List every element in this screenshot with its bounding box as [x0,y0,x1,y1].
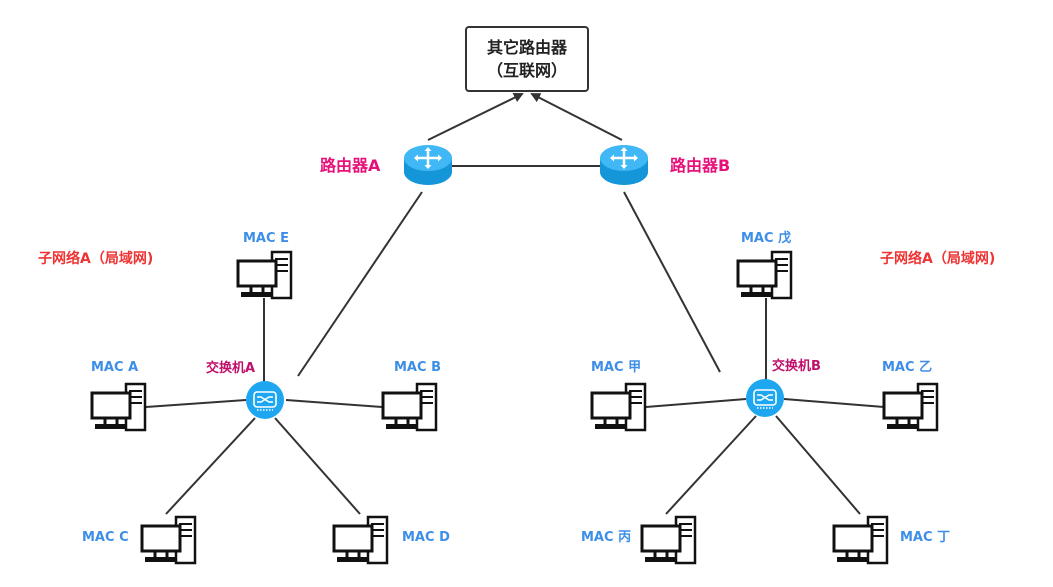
computer-icon [90,382,147,432]
internet-box: 其它路由器 （互联网） [465,26,589,92]
link-switch-a-mac-c [165,417,256,515]
subnet-right-label: 子网络A（局域网) [880,251,996,267]
host-label-mac-a: MAC A [91,360,139,375]
host-label-mac-jia: MAC 甲 [591,360,642,375]
computer-icon [332,515,389,565]
switch-b-icon [746,379,784,417]
link-switch-b-mac-jia [645,398,747,408]
host-label-mac-ding: MAC 丁 [900,530,951,545]
link-switch-b-mac-ding [775,415,861,515]
computer-icon [640,515,697,565]
host-label-mac-b: MAC B [394,360,441,375]
switch-b-label: 交换机B [772,359,821,374]
link-router-b-switch-b [623,191,721,373]
host-label-mac-bing: MAC 丙 [581,530,632,545]
router-b-icon [600,145,648,185]
computer-icon [882,382,939,432]
computer-icon [381,382,438,432]
link-switch-b-mac-yi [783,398,885,408]
router-a-label: 路由器A [320,156,381,175]
host-label-mac-yi: MAC 乙 [882,360,933,375]
subnet-left-label: 子网络A（局域网) [38,251,154,267]
host-label-mac-c: MAC C [82,530,129,545]
link-router-a-switch-a [297,191,423,377]
internet-subtitle: （互联网） [486,61,567,80]
link-switch-a-mac-b [285,399,383,408]
router-b-label: 路由器B [670,156,731,175]
computer-icon [736,250,793,300]
link-router-a-internet [427,93,524,141]
host-label-mac-wu: MAC 戊 [741,231,792,246]
computer-icon [140,515,197,565]
switch-a-label: 交换机A [206,361,256,376]
computer-icon [832,515,889,565]
link-router-b-internet [530,93,623,141]
host-label-mac-e: MAC E [243,231,289,246]
router-a-icon [404,145,452,185]
link-switch-a-mac-d [274,417,361,515]
host-label-mac-d: MAC D [402,530,450,545]
link-switch-b-mac-bing [665,415,757,515]
internet-title: 其它路由器 [486,38,567,57]
switch-a-icon [246,381,284,419]
computer-icon [590,382,647,432]
link-switch-a-mac-a [145,399,247,408]
computer-icon [236,250,293,300]
